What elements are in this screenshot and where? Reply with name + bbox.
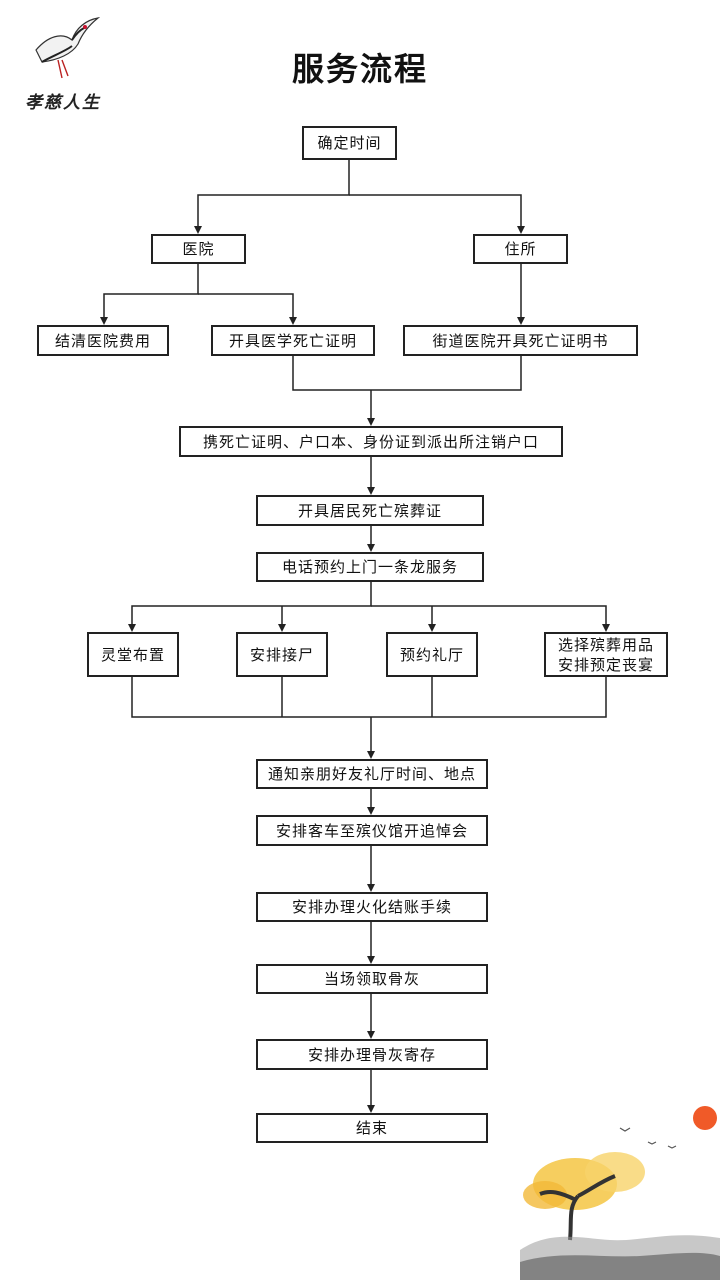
sun-icon	[693, 1106, 717, 1130]
node-notify: 通知亲朋好友礼厅时间、地点	[256, 759, 488, 789]
node-cremation: 安排办理火化结账手续	[256, 892, 488, 922]
node-body-pickup: 安排接尸	[236, 632, 328, 677]
node-bus-memorial: 安排客车至殡仪馆开追悼会	[256, 815, 488, 846]
node-medical-cert: 开具医学死亡证明	[211, 325, 375, 356]
node-police: 携死亡证明、户口本、身份证到派出所注销户口	[179, 426, 563, 457]
node-ashes-storage: 安排办理骨灰寄存	[256, 1039, 488, 1070]
node-end: 结束	[256, 1113, 488, 1143]
node-street-cert: 街道医院开具死亡证明书	[403, 325, 638, 356]
node-settle-fees: 结清医院费用	[37, 325, 169, 356]
node-confirm-time: 确定时间	[302, 126, 397, 160]
node-phone-service: 电话预约上门一条龙服务	[256, 552, 484, 582]
node-hall-setup: 灵堂布置	[87, 632, 179, 677]
brand-logo: 孝慈人生	[18, 14, 108, 113]
node-hospital: 医院	[151, 234, 246, 264]
ink-scenery-illustration	[520, 1100, 720, 1280]
node-residence: 住所	[473, 234, 568, 264]
brand-name: 孝慈人生	[25, 93, 101, 113]
crane-icon	[35, 17, 100, 79]
node-book-hall: 预约礼厅	[386, 632, 478, 677]
page-title: 服务流程	[291, 50, 428, 88]
node-supplies: 选择殡葬用品 安排预定丧宴	[544, 632, 668, 677]
node-burial-cert: 开具居民死亡殡葬证	[256, 495, 484, 526]
node-ashes: 当场领取骨灰	[256, 964, 488, 994]
